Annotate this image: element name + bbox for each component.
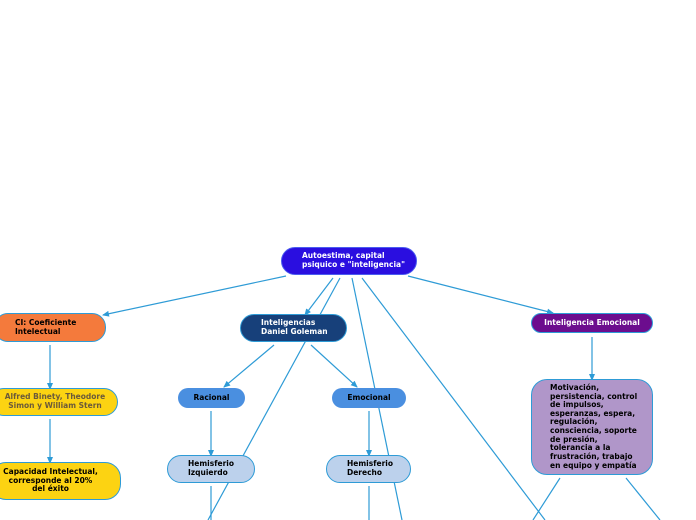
connector-goleman-racional <box>223 344 275 388</box>
node-capacidad[interactable]: Capacidad Intelectual, corresponde al 20… <box>0 462 121 500</box>
connector-motivacion-left <box>532 477 561 520</box>
node-emocional[interactable]: Emocional <box>332 388 406 408</box>
node-goleman-label: Inteligencias Daniel Goleman <box>261 318 328 336</box>
node-hem-izq-label: Hemisferio Izquierdo <box>188 459 234 477</box>
node-root[interactable]: Autoestima, capital psiquico e "intelige… <box>281 247 417 275</box>
node-root-label: Autoestima, capital psiquico e "intelige… <box>302 251 406 269</box>
node-hem-der[interactable]: Hemisferio Derecho <box>326 455 411 483</box>
connector-goleman-emocional <box>310 344 358 388</box>
node-goleman[interactable]: Inteligencias Daniel Goleman <box>240 314 347 342</box>
node-capacidad-label: Capacidad Intelectual, corresponde al 20… <box>3 467 98 494</box>
node-racional-label: Racional <box>193 392 230 402</box>
connector-root-int-emocional <box>407 275 554 315</box>
node-binet[interactable]: Alfred Binety, Theodore Simon y William … <box>0 388 118 416</box>
connector-motivacion-right <box>625 477 661 520</box>
node-int-emocional-label: Inteligencia Emocional <box>544 317 640 327</box>
node-motivacion-label: Motivación, persistencia, control de imp… <box>550 382 638 470</box>
node-emocional-label: Emocional <box>347 392 391 402</box>
node-hem-der-label: Hemisferio Derecho <box>347 459 393 477</box>
node-racional[interactable]: Racional <box>178 388 245 408</box>
connector-root-motivacion <box>361 277 546 520</box>
node-hem-izq[interactable]: Hemisferio Izquierdo <box>167 455 255 483</box>
node-binet-label: Alfred Binety, Theodore Simon y William … <box>4 392 106 410</box>
connector-root-goleman <box>304 277 334 316</box>
node-ci-label: CI: Coeficiente Intelectual <box>15 317 77 336</box>
node-int-emocional[interactable]: Inteligencia Emocional <box>531 313 653 333</box>
node-ci[interactable]: CI: Coeficiente Intelectual <box>0 313 106 342</box>
node-motivacion[interactable]: Motivación, persistencia, control de imp… <box>531 379 653 475</box>
connector-root-ci <box>102 275 287 317</box>
